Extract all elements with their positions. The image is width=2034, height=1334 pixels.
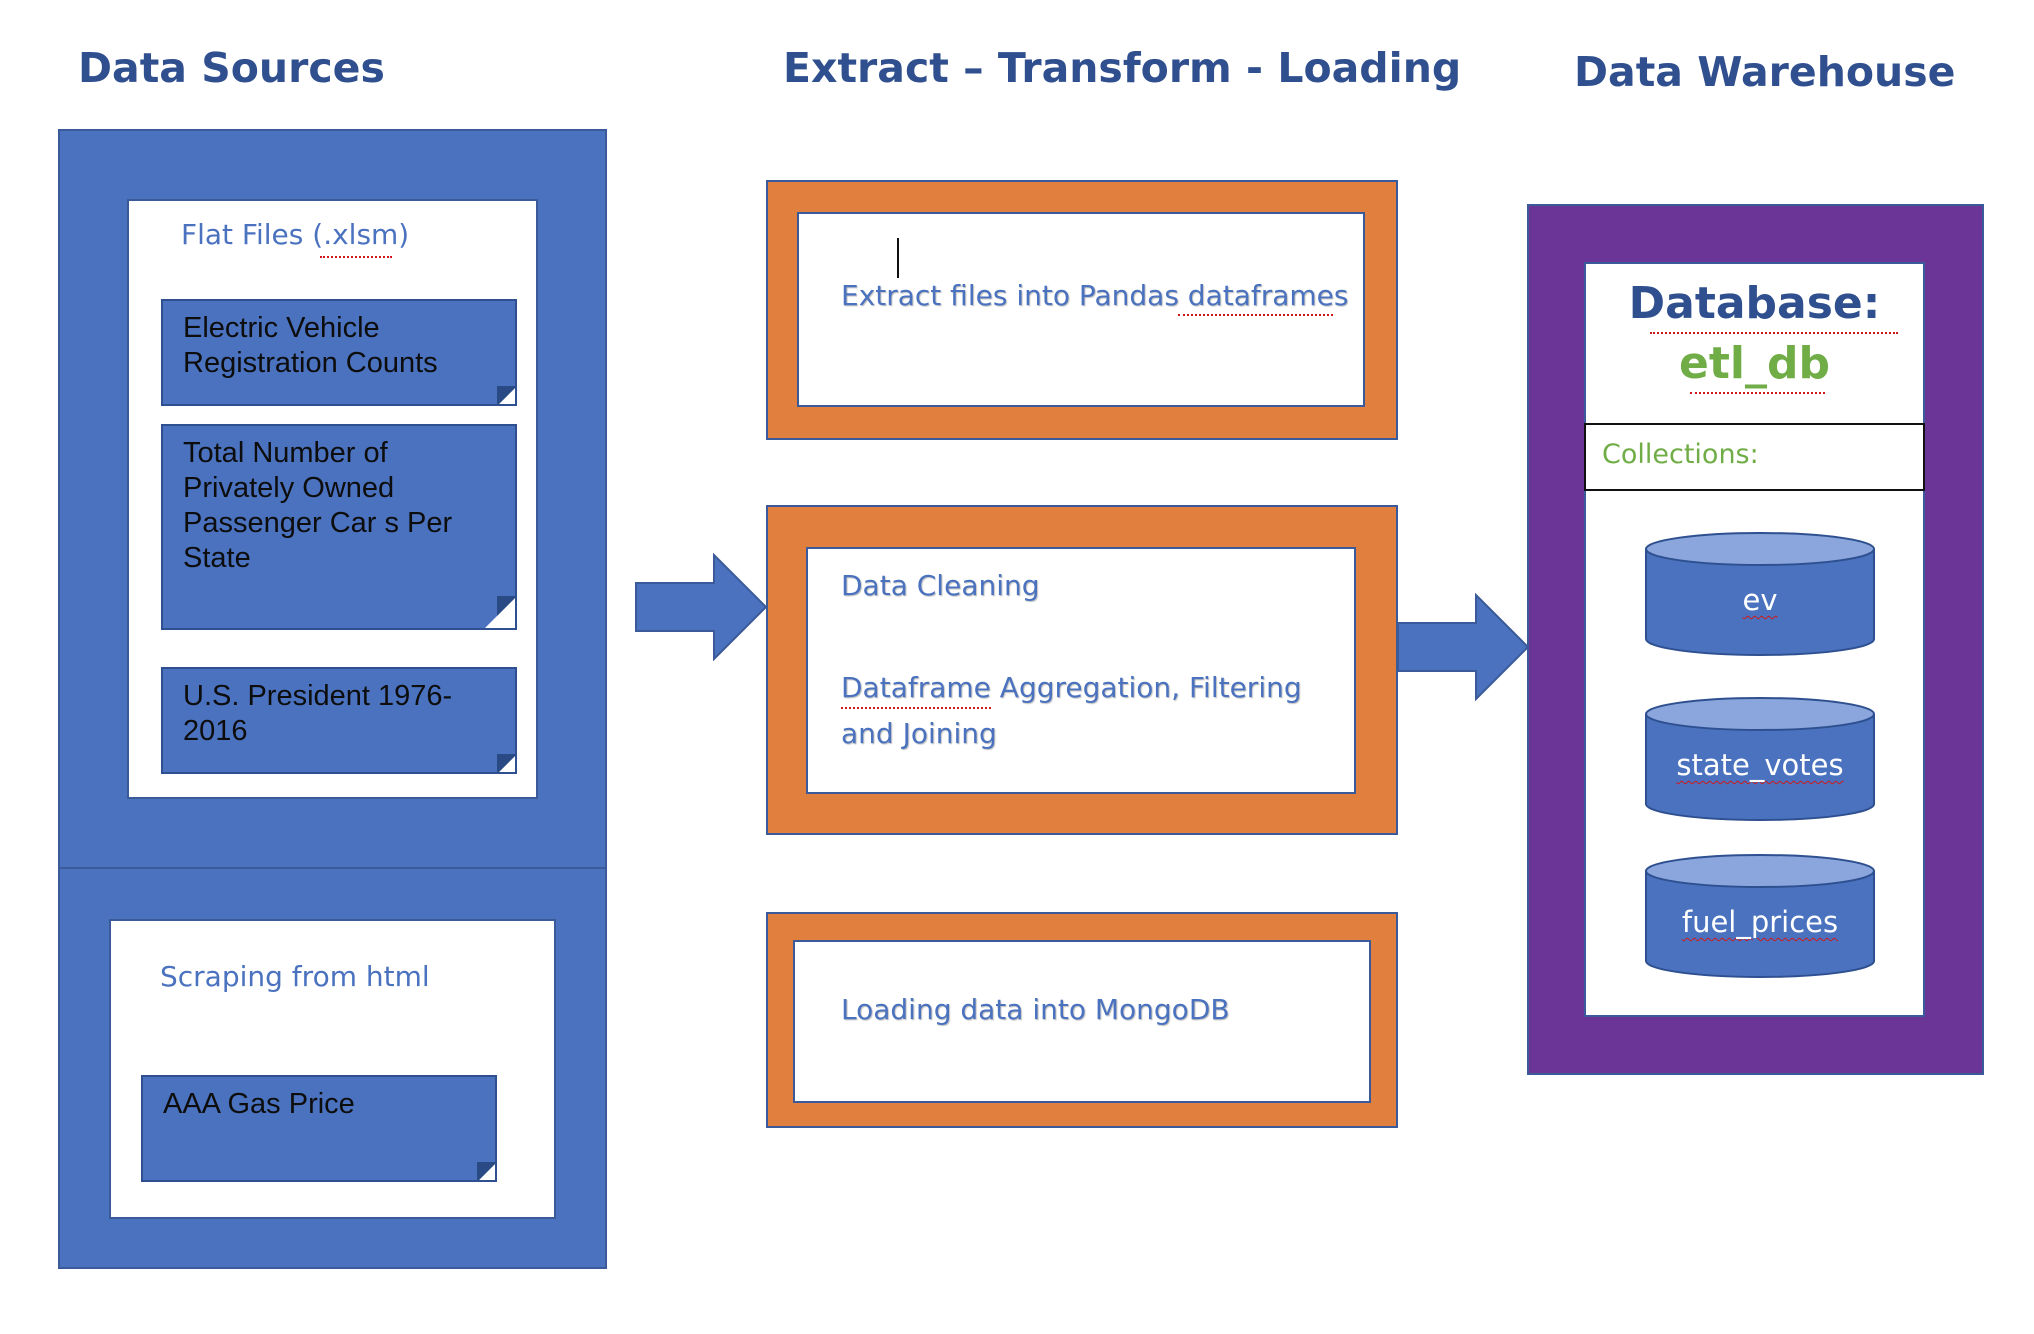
extract-stage-inner (797, 212, 1365, 407)
collection-fuel-prices: fuel_prices (1644, 853, 1876, 981)
database-cylinder-icon (1645, 697, 1875, 821)
flat-files-squiggle (320, 254, 392, 258)
extract-squiggle (1178, 312, 1333, 316)
transform-stage-title: Data Cleaning (841, 569, 1040, 602)
scraping-label: Scraping from html (160, 960, 430, 993)
heading-data-warehouse: Data Warehouse (1574, 48, 1956, 96)
collection-name: fuel_prices (1681, 905, 1839, 939)
transform-stage-inner (806, 547, 1356, 794)
data-sources-divider (58, 867, 607, 869)
note-text: AAA Gas Price (163, 1088, 355, 1120)
database-label-squiggle (1650, 330, 1898, 334)
database-cylinder-icon (1645, 532, 1875, 656)
arrow-right-icon (1397, 593, 1530, 701)
note-privately-owned-cars: Total Number of Privately Owned Passenge… (161, 424, 517, 630)
note-text: U.S. President 1976-2016 (183, 680, 453, 747)
page-fold-icon (477, 1162, 495, 1180)
heading-etl: Extract – Transform - Loading (783, 44, 1462, 92)
text-cursor (897, 238, 899, 278)
note-electric-vehicle-registration: Electric Vehicle Registration Counts (161, 299, 517, 406)
collection-name: state_votes (1676, 748, 1844, 782)
note-text: Total Number of Privately Owned Passenge… (183, 437, 453, 574)
extract-stage-text: Extract files into Pandas dataframes (841, 279, 1349, 312)
load-stage-inner (793, 940, 1371, 1103)
heading-data-sources: Data Sources (78, 44, 385, 92)
collection-ev: ev (1644, 531, 1876, 659)
transform-stage-detail: Dataframe Aggregation, Filtering and Joi… (841, 671, 1302, 750)
note-us-president: U.S. President 1976-2016 (161, 667, 517, 774)
page-fold-icon (483, 596, 515, 628)
note-text: Electric Vehicle Registration Counts (183, 312, 438, 379)
note-aaa-gas-price: AAA Gas Price (141, 1075, 497, 1182)
database-label: Database: (1628, 278, 1881, 329)
page-fold-icon (497, 754, 515, 772)
collections-header: Collections: (1584, 423, 1925, 491)
collection-state-votes: state_votes (1644, 696, 1876, 824)
transform-squiggle (841, 705, 991, 709)
flat-files-label: Flat Files (.xlsm) (181, 218, 410, 251)
arrow-right-icon (635, 553, 768, 661)
database-name-squiggle (1690, 390, 1825, 394)
load-stage-text: Loading data into MongoDB (841, 993, 1230, 1026)
database-name: etl_db (1679, 338, 1830, 389)
collection-name: ev (1742, 583, 1778, 617)
page-fold-icon (497, 386, 515, 404)
database-cylinder-icon (1645, 854, 1875, 978)
